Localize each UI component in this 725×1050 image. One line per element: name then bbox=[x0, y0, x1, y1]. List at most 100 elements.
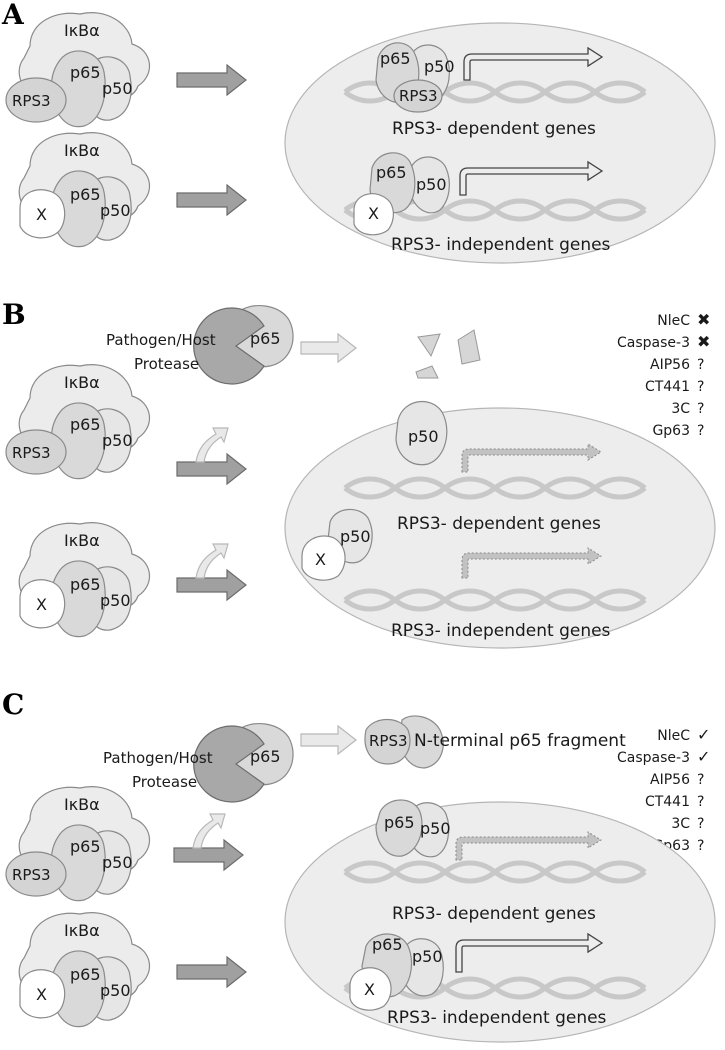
translocation-arrow bbox=[176, 955, 247, 989]
protease-label-line1: Pathogen/Host bbox=[103, 749, 213, 767]
translocation-arrow bbox=[176, 63, 247, 97]
protease-name: CT441 bbox=[645, 794, 690, 810]
panel-c: C p65 Pathogen/Host Protease RPS3 N-term… bbox=[2, 688, 716, 1043]
p50-label: p50 bbox=[102, 431, 133, 450]
panel-a: A IκBα p65 p50 RPS3 ... IκBα p65 p50 X bbox=[1, 0, 716, 264]
p50-label: p50 bbox=[100, 981, 131, 1000]
x-label: X bbox=[36, 985, 47, 1004]
rps3-protein bbox=[364, 718, 411, 765]
p50-label: p50 bbox=[416, 175, 447, 194]
p65-label: p65 bbox=[70, 185, 101, 204]
rps3-label: RPS3 bbox=[12, 866, 51, 884]
rps3-label: RPS3 bbox=[399, 87, 438, 105]
rps3-protein bbox=[5, 851, 67, 897]
complex-rps3: IκBα p65 p50 RPS3 bbox=[5, 786, 151, 902]
nuclear-complex-x: p65 p50 X bbox=[353, 152, 450, 236]
dna-helix bbox=[343, 860, 647, 884]
question-mark: ? bbox=[697, 423, 704, 439]
blocked-transcription-arrow bbox=[461, 547, 602, 579]
p65-label: p65 bbox=[250, 747, 281, 766]
p65-label: p65 bbox=[70, 575, 101, 594]
p65-fragment bbox=[457, 329, 481, 365]
p50-label: p50 bbox=[100, 201, 131, 220]
p50-label: p50 bbox=[424, 57, 455, 76]
cross-icon: ✖ bbox=[697, 310, 710, 329]
cleavage-arrow bbox=[300, 332, 357, 364]
x-protein bbox=[19, 579, 66, 629]
nuclear-complex-rps3: p65 p50 RPS3 bbox=[375, 42, 455, 113]
question-mark: ? bbox=[697, 379, 704, 395]
panel-b: B p65 Pathogen/Host Protease NleC✖Caspas… bbox=[2, 298, 716, 649]
p65-fragment bbox=[417, 333, 441, 358]
protease-name: AIP56 bbox=[650, 357, 690, 373]
check-icon: ✓ bbox=[697, 747, 710, 766]
protease-complex: p65 Pathogen/Host Protease bbox=[103, 723, 294, 803]
nuclear-p50: p50 bbox=[395, 400, 448, 466]
degradation-arrow bbox=[192, 813, 226, 849]
ikba-label: IκBα bbox=[64, 21, 100, 40]
p65-fragments bbox=[415, 329, 481, 379]
x-protein bbox=[19, 969, 66, 1019]
p65-label: p65 bbox=[70, 63, 101, 82]
x-protein bbox=[19, 189, 66, 239]
rps3-protein bbox=[393, 79, 443, 113]
rps3-protein bbox=[5, 429, 67, 475]
protease-label-line2: Protease bbox=[134, 355, 199, 373]
protease-label-line2: Protease bbox=[132, 773, 197, 791]
x-label: X bbox=[36, 595, 47, 614]
complex-x: IκBα p65 p50 X bbox=[18, 132, 151, 248]
p65-label: p65 bbox=[70, 837, 101, 856]
rps3-independent-genes-label: RPS3- independent genes bbox=[391, 235, 611, 255]
p50-protein bbox=[401, 938, 444, 997]
rps3-dependent-genes-label: RPS3- dependent genes bbox=[392, 119, 596, 139]
protease-name: Gp63 bbox=[652, 423, 690, 439]
check-icon: ✓ bbox=[697, 725, 710, 744]
rps3-independent-genes-label: RPS3- independent genes bbox=[391, 621, 611, 641]
protease-name: 3C bbox=[671, 816, 690, 832]
ikba-label: IκBα bbox=[64, 531, 100, 550]
p65-label: p65 bbox=[70, 965, 101, 984]
cleavage-arrow bbox=[300, 724, 357, 756]
rps3-dependent-genes-label: RPS3- dependent genes bbox=[392, 904, 596, 924]
blocked-transcription-arrow bbox=[461, 443, 602, 473]
p65-label: p65 bbox=[376, 163, 407, 182]
translocation-arrow bbox=[173, 838, 244, 872]
complex-x: IκBα p65 p50 X bbox=[18, 522, 151, 638]
x-label: X bbox=[36, 205, 47, 224]
dna-helix bbox=[343, 588, 647, 612]
protease-pacman bbox=[193, 307, 265, 385]
rps3-label: RPS3 bbox=[12, 92, 51, 110]
x-label: X bbox=[368, 204, 379, 223]
translocation-arrow bbox=[176, 452, 247, 486]
protease-complex: p65 Pathogen/Host Protease bbox=[106, 305, 294, 385]
transcription-arrow bbox=[459, 160, 604, 196]
protease-name: 3C bbox=[671, 401, 690, 417]
p50-label: p50 bbox=[102, 853, 133, 872]
p50-label: p50 bbox=[420, 819, 451, 838]
question-mark: ? bbox=[697, 357, 704, 373]
protease-list-b: NleC✖Caspase-3✖AIP56?CT441?3C?Gp63? bbox=[617, 310, 710, 439]
p65-label: p65 bbox=[372, 935, 403, 954]
ikba-label: IκBα bbox=[64, 373, 100, 392]
complex-rps3: IκBα p65 p50 RPS3 bbox=[5, 12, 151, 128]
x-label: X bbox=[315, 550, 326, 569]
p65-label: p65 bbox=[384, 813, 415, 832]
rps3-label: RPS3 bbox=[369, 732, 408, 750]
rps3-label: RPS3 bbox=[12, 444, 51, 462]
p50-label: p50 bbox=[408, 427, 439, 446]
p50-protein bbox=[395, 400, 448, 466]
protease-name: CT441 bbox=[645, 379, 690, 395]
p65-fragment bbox=[415, 365, 439, 379]
dna-helix bbox=[343, 476, 647, 500]
rps3-protein bbox=[5, 77, 67, 123]
panel-letter-b: B bbox=[2, 298, 26, 331]
question-mark: ? bbox=[697, 794, 704, 810]
nucleus bbox=[284, 22, 716, 264]
question-mark: ? bbox=[697, 772, 704, 788]
nuclear-complex-x-p50: p50 X bbox=[301, 508, 373, 581]
ikba-label: IκBα bbox=[64, 921, 100, 940]
rps3-dependent-genes-label: RPS3- dependent genes bbox=[397, 514, 601, 534]
protease-name: AIP56 bbox=[650, 772, 690, 788]
panel-letter-c: C bbox=[2, 688, 24, 721]
